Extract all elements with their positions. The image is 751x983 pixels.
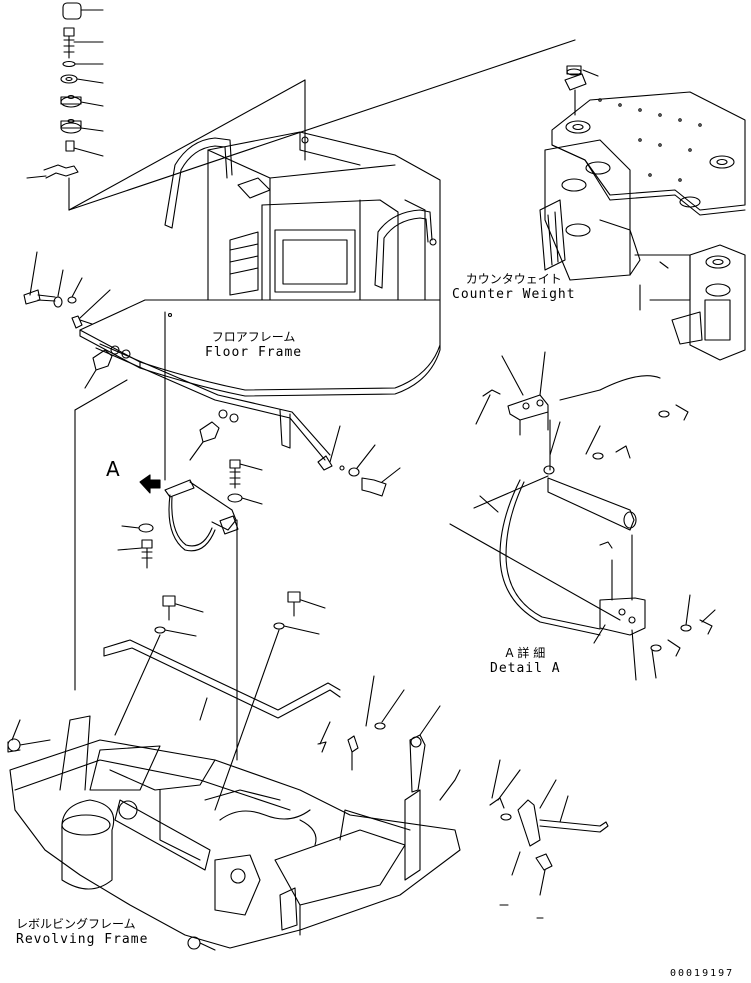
floor-frame-label-en: Floor Frame — [205, 345, 303, 360]
lever-parts-lower — [317, 675, 609, 919]
view-arrow-label: A — [106, 457, 120, 481]
counter-weight-holes — [598, 98, 702, 182]
floor-frame-label-jp: フロアフレーム — [211, 330, 296, 344]
counter-weight-label: カウンタウェイト Counter Weight — [452, 272, 576, 302]
mounting-bolts-and-pipe — [103, 591, 341, 811]
floor-frame-fasteners-left — [23, 251, 401, 497]
revolving-frame-label-jp: レボルビングフレーム — [16, 917, 136, 931]
detail-a-label-en: Detail A — [490, 661, 561, 676]
revolving-frame-label-en: Revolving Frame — [16, 932, 149, 947]
counter-weight-drawing — [539, 65, 746, 361]
cable-assembly-a — [117, 311, 263, 761]
counter-weight-label-jp: カウンタウェイト — [465, 272, 562, 286]
detail-a-label-jp: A 詳 細 — [505, 646, 546, 660]
revolving-frame-label: レボルビングフレーム Revolving Frame — [16, 917, 148, 947]
drawing-number: 00019197 — [670, 968, 735, 979]
detail-a-drawing — [449, 351, 716, 681]
floor-frame-label: フロアフレーム Floor Frame — [205, 330, 302, 360]
floor-frame-drawing — [79, 131, 441, 461]
revolving-frame-drawing — [7, 379, 461, 951]
fastener-stack-top-left — [26, 2, 576, 211]
detail-a-label: A 詳 細 Detail A — [490, 646, 561, 676]
counter-weight-label-en: Counter Weight — [452, 287, 576, 302]
